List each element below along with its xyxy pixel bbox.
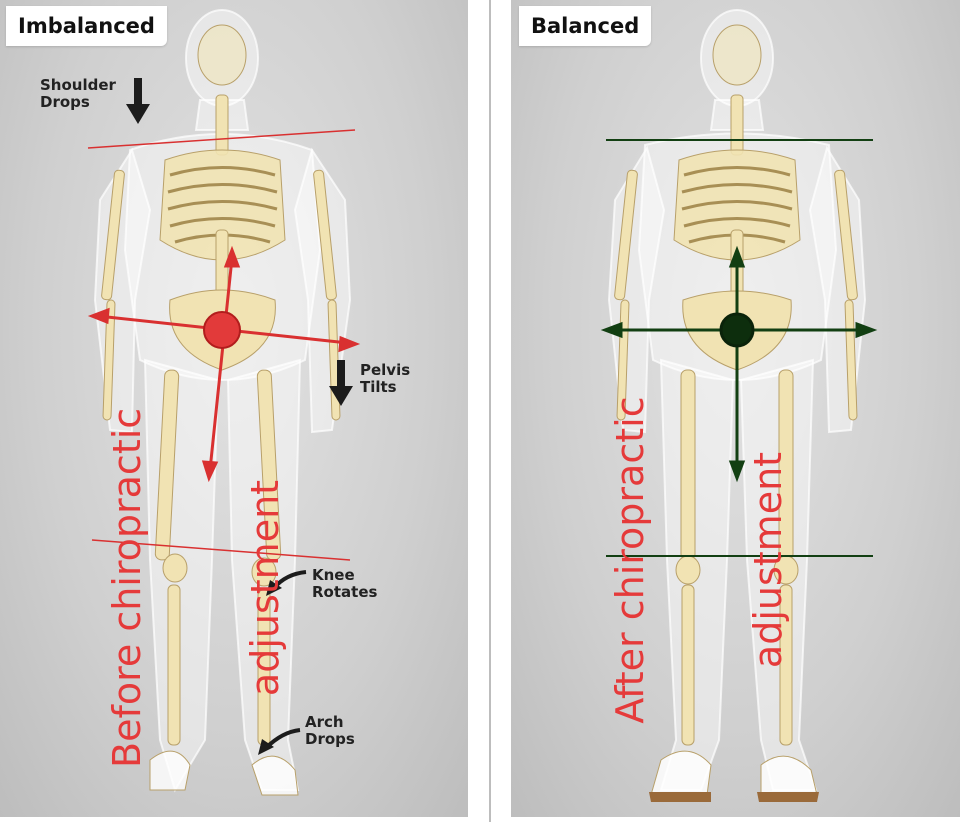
before-caption-line1: Before chiropractic [105, 407, 149, 768]
crosshair-icon [87, 245, 361, 483]
down-arrow-icon [329, 360, 353, 406]
pelvis-tilts-label: Pelvis Tilts [360, 361, 411, 396]
after-caption-line2: adjustment [746, 451, 790, 669]
balanced-tag: Balanced [519, 6, 652, 46]
before-caption-line2: adjustment [243, 479, 287, 697]
after-caption-line1: After chiropractic [608, 396, 652, 724]
after-caption: After chiropractic adjustment [515, 350, 883, 770]
balanced-panel: Balanced After chiropractic adjustment [511, 0, 960, 817]
crosshair-icon [600, 245, 878, 483]
imbalanced-tag: Imbalanced [6, 6, 167, 46]
down-arrow-icon [126, 78, 150, 124]
arch-drops-label: Arch Drops [305, 713, 355, 748]
imbalanced-skeleton-figure [87, 9, 361, 796]
balanced-skeleton-figure [600, 9, 878, 802]
imbalanced-panel: Imbalanced Shoulder Drops Pelvis Tilts K… [0, 0, 468, 817]
shoulder-drops-label: Shoulder Drops [40, 76, 116, 111]
panel-divider [489, 0, 491, 822]
before-caption: Before chiropractic adjustment [12, 408, 380, 768]
knee-rotates-label: Knee Rotates [312, 566, 378, 601]
